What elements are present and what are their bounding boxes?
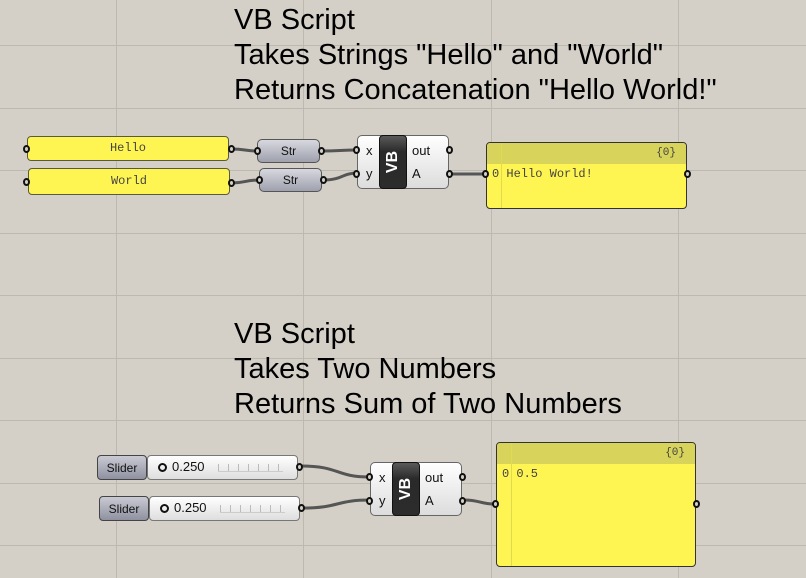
output-out[interactable]: out: [425, 470, 444, 485]
slider-value: 0.250: [174, 500, 207, 515]
grid-line: [491, 0, 492, 578]
input-port[interactable]: [23, 145, 30, 153]
title-line: Returns Concatenation "Hello World!": [234, 74, 717, 106]
output-port[interactable]: [446, 146, 453, 154]
input-port[interactable]: [492, 500, 499, 508]
vb-script-component-2[interactable]: x y VB out A: [370, 462, 462, 516]
slider-label-1[interactable]: Slider: [97, 455, 147, 480]
number-slider-1[interactable]: 0.250: [147, 455, 298, 480]
vb-script-component[interactable]: x y VB out A: [357, 135, 449, 189]
output-port[interactable]: [228, 179, 235, 187]
panel-gutter: [511, 443, 512, 566]
slider-track[interactable]: [218, 464, 283, 472]
output-port[interactable]: [684, 170, 691, 178]
grid-line: [303, 0, 304, 578]
grid-line: [0, 420, 806, 421]
slider-track[interactable]: [220, 505, 285, 513]
output-port[interactable]: [459, 473, 466, 481]
number-slider-2[interactable]: 0.250: [149, 496, 300, 521]
output-port[interactable]: [446, 170, 453, 178]
panel-header: {0}: [497, 443, 695, 464]
title-line: Takes Two Numbers: [234, 353, 497, 385]
grid-line: [0, 295, 806, 296]
output-out[interactable]: out: [412, 143, 431, 158]
output-a[interactable]: A: [412, 166, 421, 181]
input-port[interactable]: [256, 176, 263, 184]
output-port[interactable]: [296, 463, 303, 471]
output-port[interactable]: [459, 497, 466, 505]
input-port[interactable]: [353, 146, 360, 154]
param-label: Str: [282, 173, 299, 187]
input-port[interactable]: [366, 497, 373, 505]
slider-label-text: Slider: [106, 461, 138, 475]
component-label: VB: [397, 477, 414, 501]
component-core[interactable]: VB: [379, 135, 407, 189]
grid-line: [0, 45, 806, 46]
output-port[interactable]: [693, 500, 700, 508]
title-line: VB Script: [234, 318, 355, 350]
input-port[interactable]: [23, 178, 30, 186]
group1-title: VB Script Takes Strings "Hello" and "Wor…: [234, 3, 717, 108]
component-label: VB: [384, 150, 401, 174]
slider-value: 0.250: [172, 459, 205, 474]
panel-gutter: [501, 143, 502, 208]
output-port[interactable]: [320, 176, 327, 184]
output-port[interactable]: [228, 145, 235, 153]
output-panel-1[interactable]: {0} 0 Hello World!: [486, 142, 687, 209]
grid-line: [0, 545, 806, 546]
grid-line: [116, 0, 117, 578]
title-line: VB Script: [234, 4, 355, 36]
panel-hello[interactable]: Hello: [27, 136, 229, 161]
grid-line: [0, 358, 806, 359]
input-port[interactable]: [482, 170, 489, 178]
grid-line: [0, 233, 806, 234]
title-line: Takes Strings "Hello" and "World": [234, 39, 664, 71]
str-param-1[interactable]: Str: [257, 139, 320, 163]
component-core[interactable]: VB: [392, 462, 420, 516]
panel-row: 0 Hello World!: [492, 167, 593, 181]
title-line: Returns Sum of Two Numbers: [234, 388, 622, 420]
output-a[interactable]: A: [425, 493, 434, 508]
slider-knob[interactable]: [158, 463, 167, 472]
input-x[interactable]: x: [379, 470, 386, 485]
slider-knob[interactable]: [160, 504, 169, 513]
param-label: Str: [280, 144, 297, 158]
slider-label-text: Slider: [108, 502, 140, 516]
input-y[interactable]: y: [366, 166, 373, 181]
panel-world[interactable]: World: [28, 168, 230, 195]
input-port[interactable]: [254, 147, 261, 155]
panel-row: 0 0.5: [502, 467, 539, 481]
input-x[interactable]: x: [366, 143, 373, 158]
panel-text: World: [110, 174, 147, 188]
panel-header: {0}: [487, 143, 686, 164]
grid-line: [0, 108, 806, 109]
group2-title: VB Script Takes Two Numbers Returns Sum …: [234, 317, 622, 422]
grid-line: [678, 0, 679, 578]
slider-label-2[interactable]: Slider: [99, 496, 149, 521]
str-param-2[interactable]: Str: [259, 168, 322, 192]
input-y[interactable]: y: [379, 493, 386, 508]
output-panel-2[interactable]: {0} 0 0.5: [496, 442, 696, 567]
output-port[interactable]: [318, 147, 325, 155]
input-port[interactable]: [366, 473, 373, 481]
output-port[interactable]: [298, 504, 305, 512]
panel-text: Hello: [109, 141, 146, 155]
input-port[interactable]: [353, 170, 360, 178]
